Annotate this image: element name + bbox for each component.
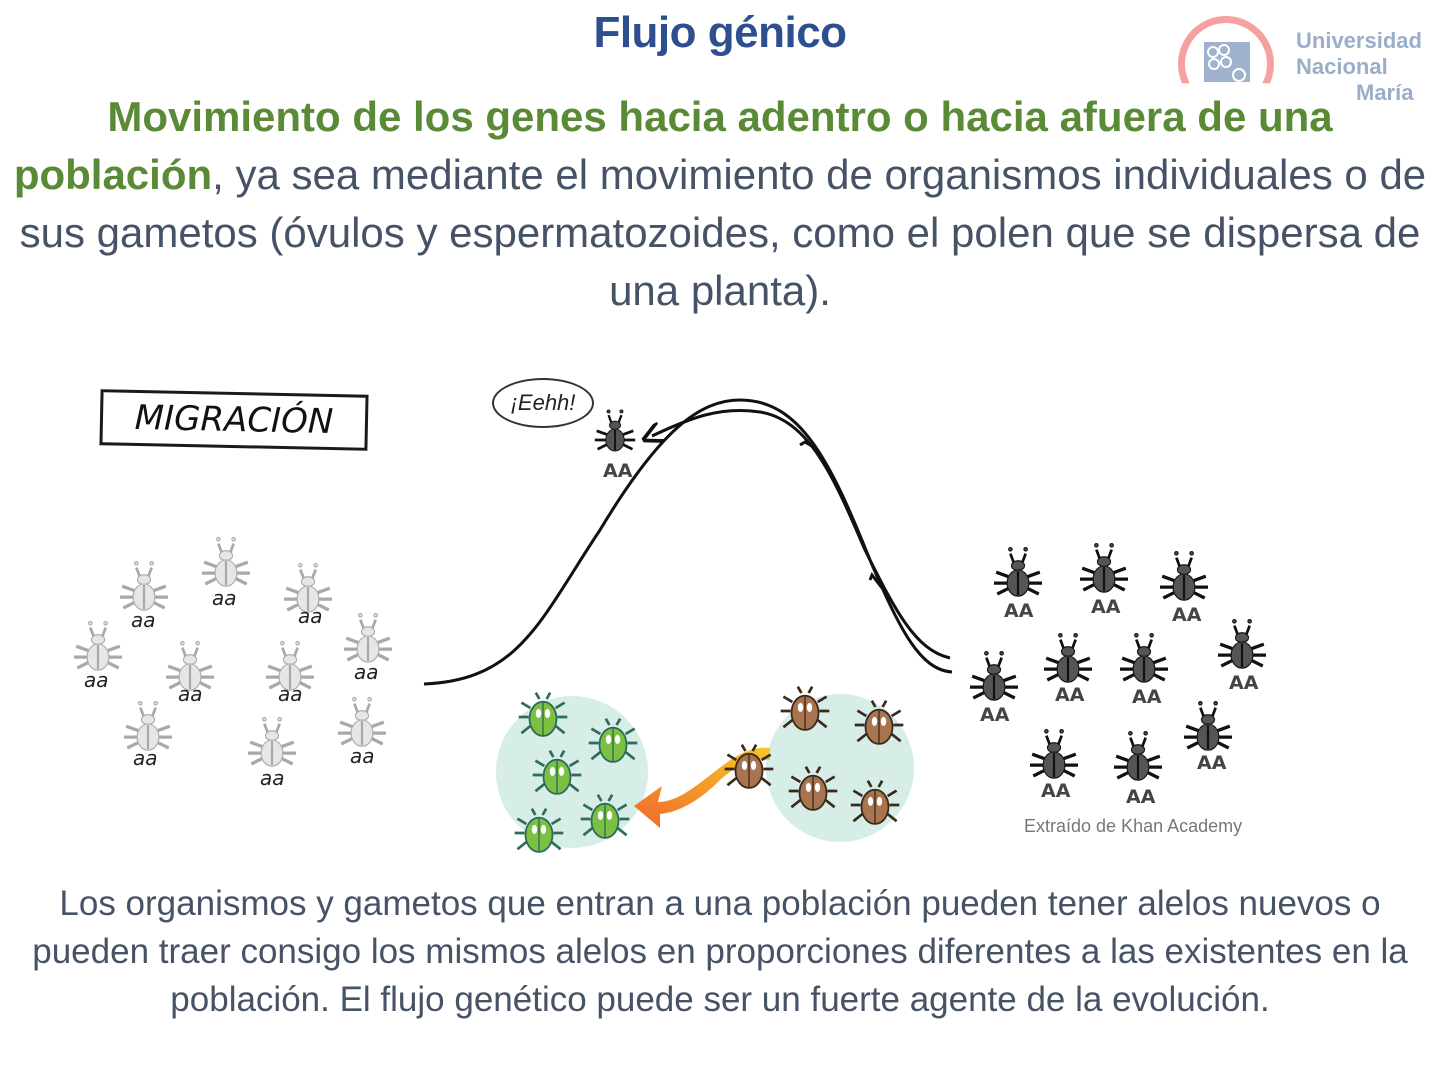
genotype-label: aa	[133, 746, 158, 770]
logo-square-icon	[1204, 42, 1250, 82]
genotype-label: aa	[131, 608, 156, 632]
logo-arc-icon	[1178, 16, 1274, 84]
genotype-label: aa	[278, 682, 303, 706]
genotype-label: aa	[354, 660, 379, 684]
genotype-label: AA	[1055, 684, 1085, 706]
logo-text: Universidad Nacional María	[1296, 28, 1422, 106]
genotype-label: AA	[1197, 752, 1227, 774]
university-logo: Universidad Nacional María	[1172, 12, 1440, 112]
logo-line-3: María	[1356, 80, 1414, 105]
genotype-label: AA	[1004, 600, 1034, 622]
logo-line-1: Universidad	[1296, 28, 1422, 53]
genotype-label: AA	[1229, 672, 1259, 694]
genotype-label: AA	[980, 704, 1010, 726]
logo-line-2: Nacional	[1296, 54, 1388, 79]
migration-diagram	[72, 398, 1268, 854]
genotype-label: aa	[350, 744, 375, 768]
intro-rest: , ya sea mediante el movimiento de organ…	[19, 151, 1427, 314]
slide-title: Flujo génico	[593, 8, 847, 57]
genotype-label: aa	[178, 682, 203, 706]
genotype-label: aa	[212, 586, 237, 610]
genotype-label: aa	[84, 668, 109, 692]
genotype-label: AA	[1041, 780, 1071, 802]
image-credit: Extraído de Khan Academy	[1024, 816, 1243, 836]
migration-figure: MIGRACIÓN ¡Eehh!	[0, 350, 1440, 870]
conclusion-paragraph: Los organismos y gametos que entran a un…	[32, 884, 1408, 1019]
intro-highlight: Movimiento de los genes hacia adentro o …	[13, 93, 1333, 198]
migrant-genotype: AA	[603, 460, 633, 482]
genotype-label: AA	[1172, 604, 1202, 626]
genotype-label: aa	[260, 766, 285, 790]
speech-bubble: ¡Eehh!	[492, 378, 594, 428]
genotype-label: AA	[1091, 596, 1121, 618]
genotype-label: aa	[298, 604, 323, 628]
intro-paragraph: Movimiento de los genes hacia adentro o …	[10, 88, 1430, 320]
genotype-label: AA	[1126, 786, 1156, 808]
genotype-label: AA	[1132, 686, 1162, 708]
